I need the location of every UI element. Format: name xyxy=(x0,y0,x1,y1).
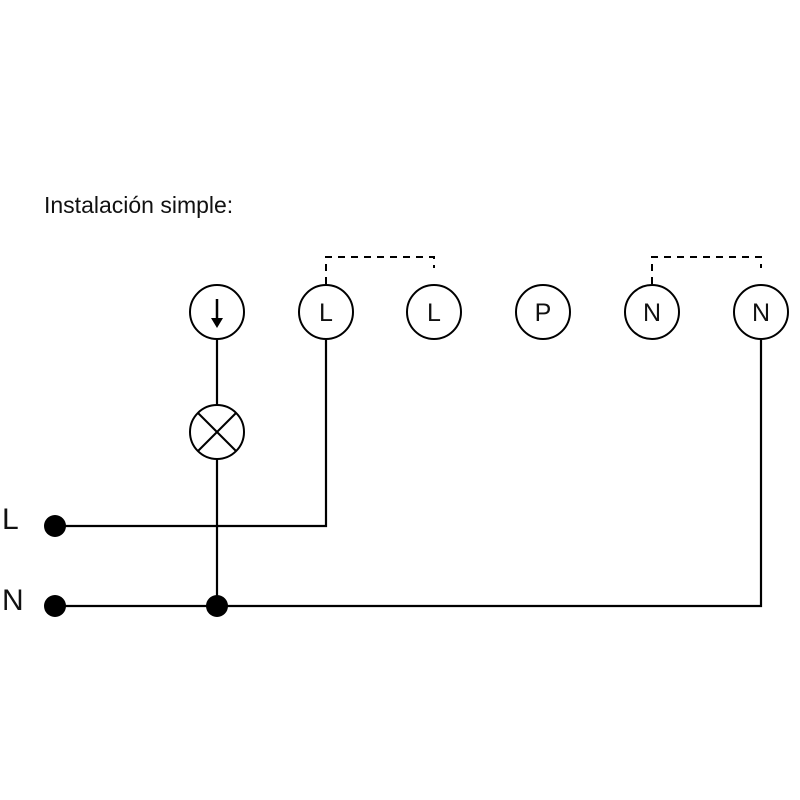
terminal-label: L xyxy=(427,299,441,327)
terminal-circle xyxy=(515,284,571,340)
lamp-icon xyxy=(189,404,245,460)
terminal-neutral-1: N xyxy=(624,284,680,340)
live-wire xyxy=(55,340,328,528)
neutral-supply-terminal xyxy=(44,595,66,617)
neutral-wire xyxy=(55,340,763,608)
terminal-label: L xyxy=(319,299,333,327)
neutral-junction xyxy=(206,595,228,617)
terminal-label: N xyxy=(752,299,770,327)
terminal-live-1: L xyxy=(298,284,354,340)
diagram-title: Instalación simple: xyxy=(44,192,234,218)
live-supply-terminal xyxy=(44,515,66,537)
terminal-circle xyxy=(733,284,789,340)
terminal-live-2: L xyxy=(406,284,462,340)
neutral-bridge xyxy=(651,256,762,284)
live-line-label: L xyxy=(2,503,19,536)
neutral-line-label: N xyxy=(2,584,24,617)
live-bridge xyxy=(325,256,435,284)
down-arrow-icon xyxy=(211,299,223,328)
terminal-neutral-2: N xyxy=(733,284,789,340)
terminal-label: N xyxy=(643,299,661,327)
terminal-circle xyxy=(624,284,680,340)
terminal-circle xyxy=(406,284,462,340)
wires xyxy=(55,340,763,608)
terminal-output xyxy=(189,284,245,340)
terminal-p: P xyxy=(515,284,571,340)
terminal-label: P xyxy=(535,299,552,327)
terminal-circle xyxy=(298,284,354,340)
